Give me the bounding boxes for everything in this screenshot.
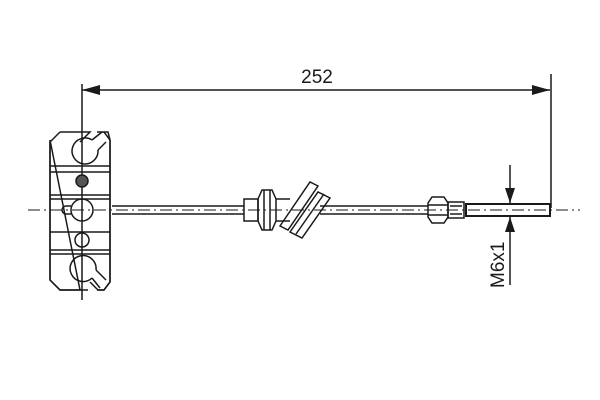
arrow-right-icon xyxy=(532,85,550,95)
length-label: 252 xyxy=(301,67,333,88)
mid-fitting xyxy=(243,181,332,239)
arrow-left-icon xyxy=(82,85,100,95)
arrow-down-icon xyxy=(505,188,515,203)
arrow-up-icon xyxy=(505,217,515,232)
thread-dimension xyxy=(505,165,515,285)
cable xyxy=(118,205,428,215)
end-fitting xyxy=(427,196,551,224)
length-dimension xyxy=(81,74,552,300)
end-bracket xyxy=(49,131,118,291)
thread-label: M6x1 xyxy=(488,242,509,288)
